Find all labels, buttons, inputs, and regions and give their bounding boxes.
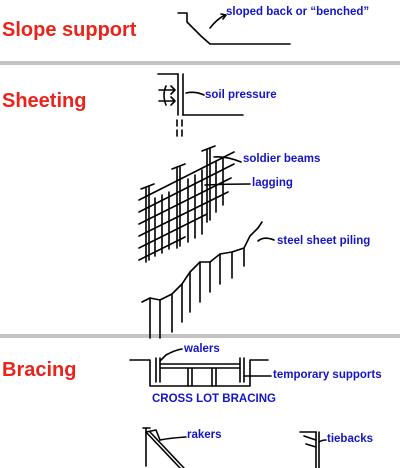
soil-pressure-label: soil pressure	[205, 89, 277, 101]
sheet-piling-sketch	[141, 221, 275, 339]
cross-lot-bracing-label: CROSS LOT BRACING	[152, 393, 276, 405]
sloped-excavation-sketch	[177, 12, 291, 45]
walers-label: walers	[184, 343, 220, 355]
soldier-beams-label: soldier beams	[243, 153, 321, 165]
slope-support-heading: Slope support	[2, 19, 137, 41]
sheet-piling-label: steel sheet piling	[277, 235, 371, 247]
cross-lot-bracing-sketch	[129, 348, 272, 387]
lagging-label: lagging	[252, 177, 293, 189]
soil-pressure-sketch	[157, 73, 244, 137]
soldier-beam-lagging-sketch	[138, 145, 251, 263]
rakers-label: rakers	[187, 429, 222, 441]
benched-label: sloped back or “benched”	[226, 6, 370, 18]
tiebacks-label: tiebacks	[327, 433, 374, 445]
bracing-heading: Bracing	[2, 359, 77, 381]
temporary-supports-label: temporary supports	[273, 369, 382, 381]
tiebacks-sketch	[299, 431, 327, 468]
rakers-sketch	[142, 427, 187, 468]
section-divider-1	[0, 61, 400, 65]
section-divider-2	[0, 334, 400, 338]
sheeting-heading: Sheeting	[2, 90, 87, 112]
